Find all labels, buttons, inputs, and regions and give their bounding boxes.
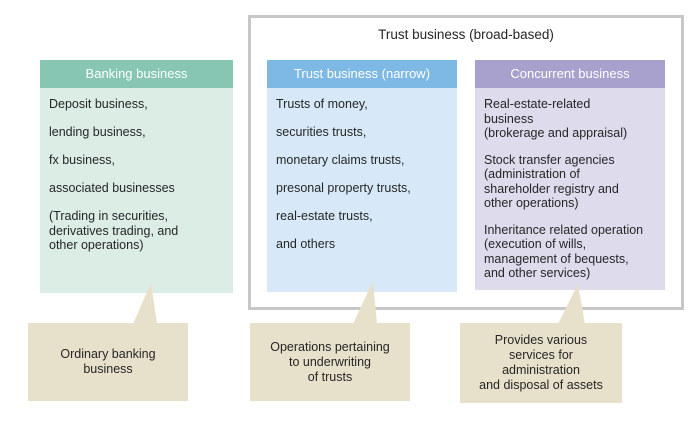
concurrent-callout: Provides various services for administra… xyxy=(460,323,622,403)
trust-item: real-estate trusts, xyxy=(276,209,373,223)
broad-trust-group-title: Trust business (broad-based) xyxy=(378,27,554,42)
banking-item: fx business, xyxy=(49,153,116,167)
concurrent-paragraph: Inheritance related operation (execution… xyxy=(484,222,644,281)
trust-item: Trusts of money, xyxy=(276,97,368,111)
concurrent-paragraph: Real-estate-related business (brokerage … xyxy=(484,97,628,140)
trust-narrow-body: Trusts of money, securities trusts, mone… xyxy=(267,88,457,292)
banking-item: lending business, xyxy=(49,125,146,139)
trust-item: monetary claims trusts, xyxy=(276,153,405,167)
trust-item: securities trusts, xyxy=(276,125,367,139)
concurrent-paragraph: Stock transfer agencies (administration … xyxy=(484,152,619,211)
banking-business-column: Banking business Deposit business, lendi… xyxy=(40,60,233,293)
trust-item: and others xyxy=(276,237,336,251)
banking-note: (Trading in securities, derivatives trad… xyxy=(49,209,179,252)
trust-item: presonal property trusts, xyxy=(276,181,411,195)
trust-narrow-column: Trust business (narrow) Trusts of money,… xyxy=(267,60,457,292)
banking-item: Deposit business, xyxy=(49,97,148,111)
banking-callout: Ordinary banking business xyxy=(28,323,188,401)
banking-business-body: Deposit business, lending business, fx b… xyxy=(40,88,233,293)
trust-narrow-header: Trust business (narrow) xyxy=(267,60,457,88)
concurrent-business-body: Real-estate-related business (brokerage … xyxy=(475,88,665,290)
banking-item: associated businesses xyxy=(49,181,175,195)
trust-callout: Operations pertaining to underwriting of… xyxy=(250,323,410,401)
banking-business-header: Banking business xyxy=(40,60,233,88)
concurrent-business-header: Concurrent business xyxy=(475,60,665,88)
concurrent-business-column: Concurrent business Real-estate-related … xyxy=(475,60,665,290)
